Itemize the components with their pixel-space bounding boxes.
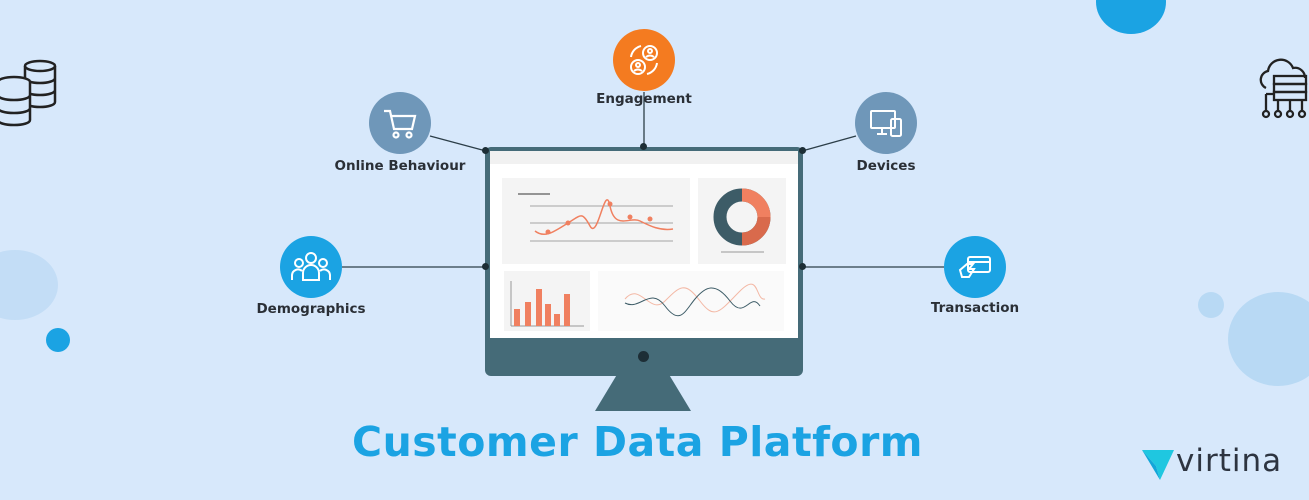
devices-icon (870, 110, 902, 137)
card-payment-icon (958, 256, 991, 278)
decor-circle (1198, 292, 1224, 318)
decor-circle (46, 328, 70, 352)
junction-dot (640, 143, 647, 150)
online-behaviour-label: Online Behaviour (334, 158, 466, 174)
people-group-icon (291, 252, 331, 281)
demographics-node (280, 236, 342, 298)
database-icon (0, 59, 57, 127)
decor-circle (1228, 292, 1309, 386)
devices-label: Devices (856, 158, 916, 174)
junction-dot (799, 147, 806, 154)
junction-dot (482, 263, 489, 270)
transaction-node (944, 236, 1006, 298)
shopping-cart-icon (384, 109, 417, 139)
monitor-screen (490, 151, 798, 338)
online-behaviour-node (369, 92, 431, 154)
devices-node (855, 92, 917, 154)
monitor-power-dot (638, 351, 649, 362)
engagement-label: Engagement (596, 91, 692, 107)
brand-name: virtina (1176, 443, 1283, 479)
junction-dot (482, 147, 489, 154)
virtina-logo-mark (1142, 450, 1174, 480)
engagement-node (613, 29, 675, 91)
transaction-label: Transaction (930, 300, 1020, 316)
page-title: Customer Data Platform (351, 418, 924, 466)
engagement-icon (630, 45, 658, 75)
demographics-label: Demographics (256, 301, 366, 317)
cloud-server-icon (1259, 58, 1308, 119)
junction-dot (799, 263, 806, 270)
